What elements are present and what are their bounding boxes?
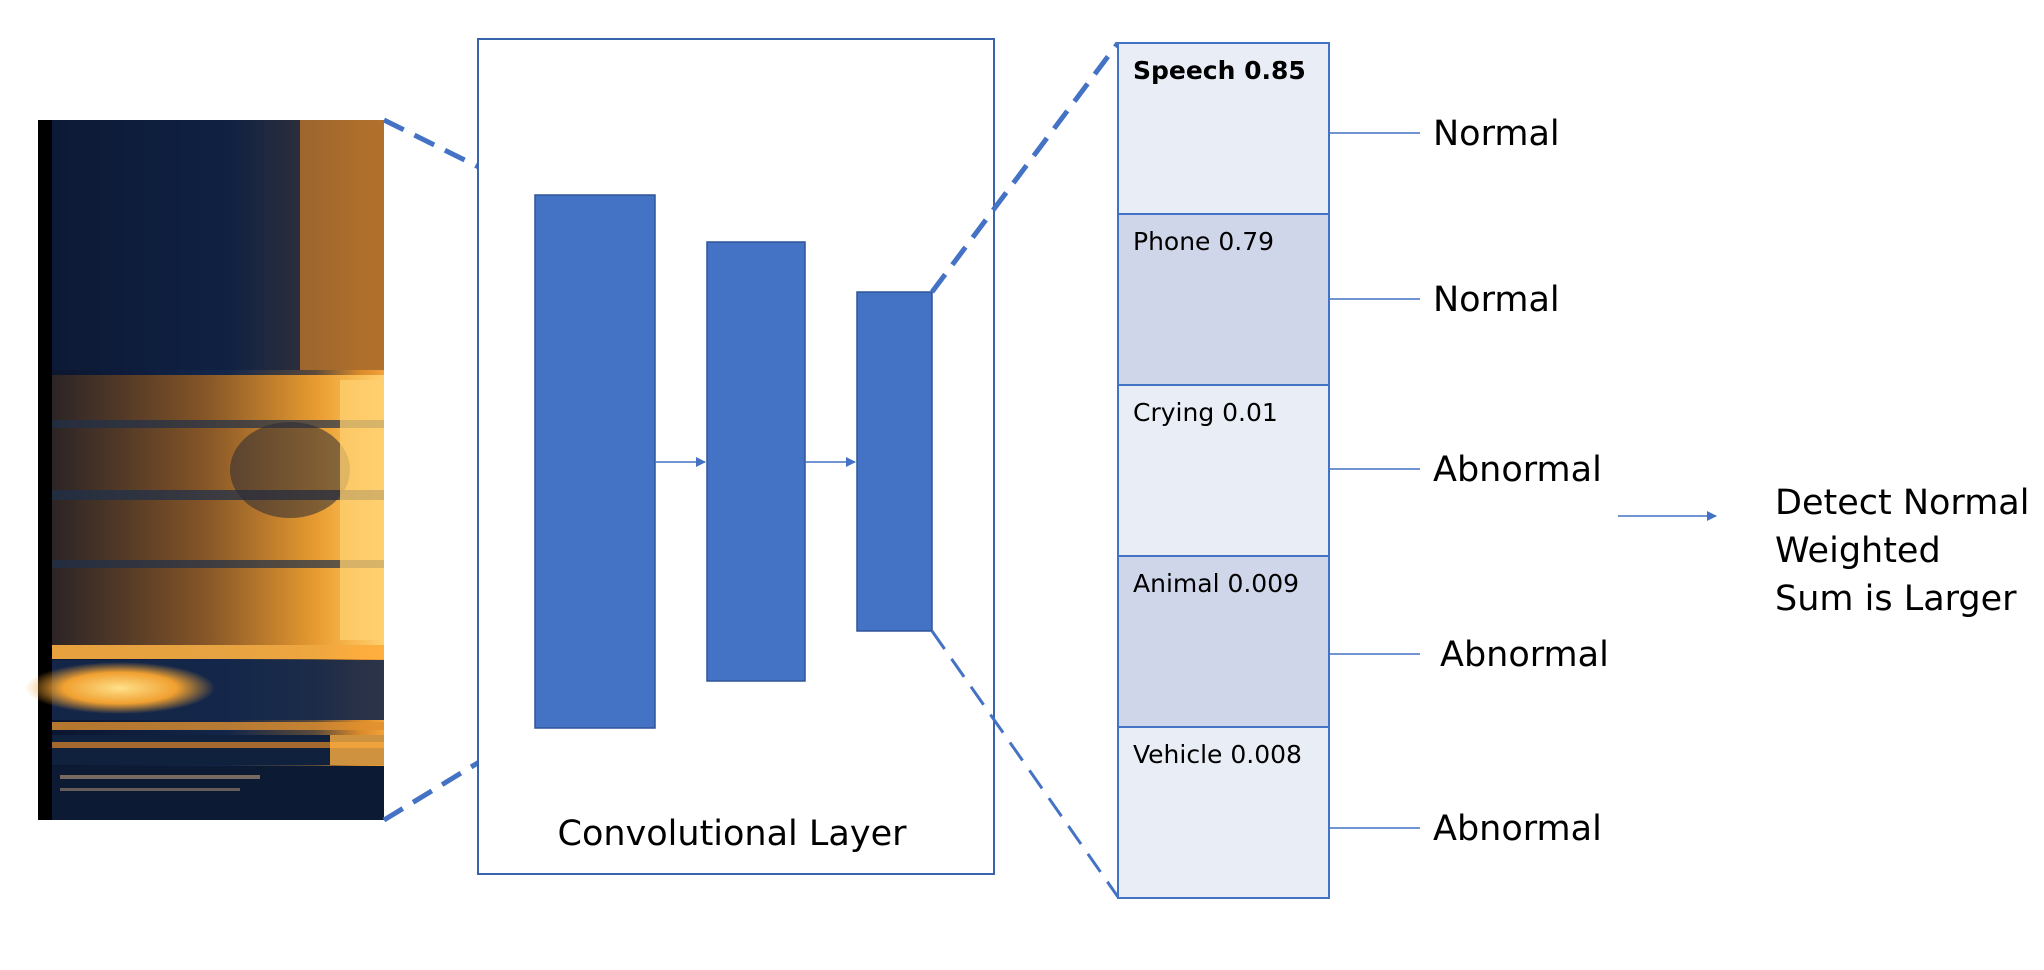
class-output-label: Normal — [1433, 114, 1560, 154]
class-label: Speech 0.85 — [1133, 56, 1306, 85]
conv-block-3 — [856, 291, 933, 632]
class-cell — [1117, 555, 1330, 728]
connector-block-bottom — [930, 630, 1120, 898]
class-output-label: Abnormal — [1433, 809, 1602, 849]
class-cell — [1117, 42, 1330, 215]
result-line-2: Weighted — [1775, 531, 1941, 571]
class-label: Phone 0.79 — [1133, 227, 1274, 256]
result-line-1: Detect Normal — [1775, 483, 2029, 523]
class-label: Animal 0.009 — [1133, 569, 1299, 598]
result-line-3: Sum is Larger — [1775, 579, 2017, 619]
result-text: Detect Normal Weighted Sum is Larger — [1775, 483, 2041, 619]
class-output-label: Abnormal — [1440, 635, 1609, 675]
conv-layer-title: Convolutional Layer — [558, 814, 908, 854]
connector-block-top — [929, 41, 1121, 294]
class-label: Crying 0.01 — [1133, 398, 1278, 427]
class-label: Vehicle 0.008 — [1133, 740, 1302, 769]
conv-block-2 — [706, 241, 806, 682]
class-output-label: Abnormal — [1433, 450, 1602, 490]
class-output-label: Normal — [1433, 280, 1560, 320]
spectrogram-image — [25, 120, 384, 820]
conv-block-1 — [534, 194, 656, 729]
class-cell — [1117, 726, 1330, 899]
